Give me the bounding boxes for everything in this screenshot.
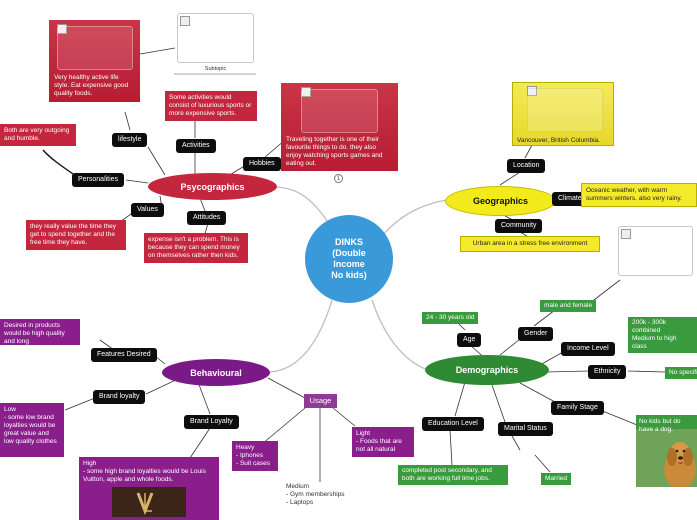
demographics-node[interactable]: Demographics: [425, 355, 549, 385]
location-text: Vancouver, British Columbia.: [517, 137, 600, 144]
income-node[interactable]: Income Level: [561, 342, 615, 356]
climate-node[interactable]: Climate: [552, 192, 588, 206]
location-card[interactable]: Vancouver, British Columbia.: [512, 82, 614, 146]
location-node[interactable]: Location: [507, 159, 546, 173]
age-node[interactable]: Age: [457, 333, 482, 347]
attitudes-node[interactable]: Attitudes: [187, 211, 227, 225]
broken-image-icon: [527, 86, 537, 96]
lifestyle-text: Very healthy active life style. Eat expe…: [54, 74, 129, 97]
hobbies-image-placeholder: [301, 89, 378, 133]
income-text[interactable]: 200k - 300k combined Medium to high clas…: [628, 317, 697, 353]
values-node[interactable]: Values: [131, 203, 164, 217]
age-text[interactable]: 24 - 30 years old: [422, 312, 479, 324]
features-desired-text[interactable]: Desired in products would be high qualit…: [0, 319, 80, 345]
hobbies-count-badge[interactable]: 1: [334, 174, 343, 183]
usage-node[interactable]: Usage: [304, 394, 337, 408]
brand-loyalty-node[interactable]: Brand loyalty: [93, 390, 146, 404]
family-stage-text: No kids but do have a dog.: [639, 418, 681, 433]
community-node[interactable]: Community: [495, 219, 543, 233]
geographics-node[interactable]: Geographics: [445, 186, 556, 216]
hobbies-count-badge-label: 1: [336, 176, 341, 182]
central-topic-label: DINKS (Double Income No kids): [331, 237, 367, 280]
brand-loyalty-low-text[interactable]: Low - some low brand loyalties would be …: [0, 403, 64, 457]
features-desired-node[interactable]: Features Desired: [91, 348, 157, 362]
personalities-node[interactable]: Personalities: [72, 173, 125, 187]
location-image-placeholder: [527, 88, 603, 132]
brand-loyalty-high-node[interactable]: Brand Loyalty: [184, 415, 239, 429]
hobbies-text: Traveling together is one of their favou…: [286, 136, 383, 167]
lifestyle-node[interactable]: lifestyle: [112, 133, 148, 147]
light-usage-text[interactable]: Light - Foods that are not all natural: [352, 427, 414, 457]
broken-image-icon: [57, 24, 67, 34]
activities-text[interactable]: Some activities would consist of luxurio…: [165, 91, 257, 121]
demographics-label: Demographics: [455, 365, 519, 375]
behavioural-label: Behavioural: [190, 367, 242, 378]
usage-label: Usage: [309, 396, 332, 405]
broken-image-icon: [301, 87, 311, 97]
family-stage-card[interactable]: No kids but do have a dog.: [636, 415, 697, 487]
subtopic-label[interactable]: Subtopic: [204, 66, 227, 72]
personalities-text[interactable]: Both are very outgoing and humble.: [0, 124, 76, 146]
gender-node[interactable]: Gender: [518, 327, 554, 341]
broken-image-icon: [180, 16, 190, 26]
family-stage-node[interactable]: Family Stage: [551, 401, 604, 415]
values-text[interactable]: they really value the time they get to s…: [26, 220, 126, 250]
behavioural-node[interactable]: Behavioural: [162, 359, 270, 386]
marital-status-node[interactable]: Marital Status: [498, 422, 553, 436]
gender-image-card[interactable]: [618, 226, 693, 276]
education-level-text[interactable]: completed post secondary, and both are w…: [398, 465, 508, 485]
louis-vuitton-logo-icon: [112, 487, 186, 517]
heavy-usage-text[interactable]: Heavy - Iphones - Suit cases: [232, 441, 278, 471]
dog-photo-icon: [636, 429, 697, 487]
geographics-label: Geographics: [472, 196, 528, 206]
ethnicity-node[interactable]: Ethnicity: [588, 365, 627, 379]
broken-image-icon: [621, 229, 631, 239]
climate-text[interactable]: Oceanic weather, with warm summers winte…: [581, 183, 697, 207]
psycographics-label: Psycographics: [180, 181, 245, 192]
education-level-node[interactable]: Education Level: [422, 417, 484, 431]
lifestyle-image-placeholder: [57, 26, 133, 70]
activities-node[interactable]: Activities: [176, 139, 216, 153]
hobbies-card[interactable]: Traveling together is one of their favou…: [281, 83, 398, 171]
psycographics-node[interactable]: Psycographics: [148, 173, 277, 200]
brand-loyalty-high-text: High - some high brand loyalties would b…: [83, 460, 206, 483]
hobbies-node[interactable]: Hobbies: [243, 157, 281, 171]
brand-loyalty-high-card[interactable]: High - some high brand loyalties would b…: [79, 457, 219, 520]
ethnicity-text[interactable]: No specific: [665, 367, 697, 379]
subtopic-image-card[interactable]: [177, 13, 254, 63]
attitudes-text[interactable]: expense isn't a problem. This is because…: [144, 233, 248, 263]
lifestyle-card[interactable]: Very healthy active life style. Eat expe…: [49, 20, 140, 102]
gender-text[interactable]: male and female: [540, 300, 597, 312]
marital-status-text[interactable]: Married: [541, 473, 572, 485]
medium-usage-text[interactable]: Medium - Gym memberships - Laptops: [286, 483, 345, 506]
central-topic[interactable]: DINKS (Double Income No kids): [305, 215, 393, 303]
community-text[interactable]: Urban area in a stress free environment: [460, 236, 600, 252]
